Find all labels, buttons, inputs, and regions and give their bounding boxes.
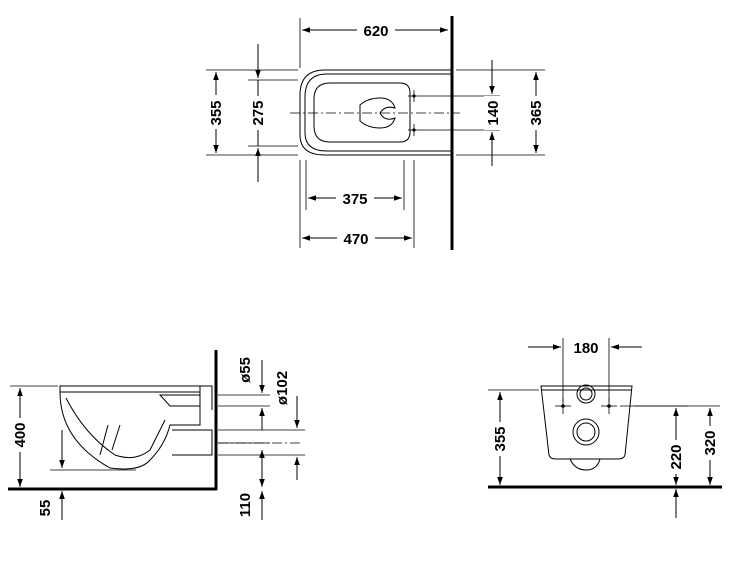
seat-rim	[59, 385, 201, 393]
dim-470: 470	[343, 231, 368, 248]
back-profile	[200, 385, 213, 410]
inlet-circle	[576, 384, 596, 404]
dim-140: 140	[485, 100, 502, 125]
dim-355-top: 355	[208, 100, 225, 125]
inlet-pipe	[158, 394, 201, 407]
bowl-opening	[313, 82, 411, 143]
rear-view: 180 355 220 320	[488, 338, 722, 518]
trap-line-2	[111, 424, 121, 451]
dim-375: 375	[342, 191, 367, 208]
dim-inlet-diameter: ø55	[237, 357, 254, 383]
dim-275: 275	[250, 100, 267, 125]
dim-365: 365	[528, 100, 545, 125]
dim-outlet-diameter: ø102	[274, 371, 291, 405]
outlet-shape	[359, 97, 396, 129]
trap-line	[99, 424, 109, 456]
dim-180: 180	[573, 340, 598, 357]
dim-220: 220	[668, 444, 685, 469]
bowl-outline-inner	[304, 73, 452, 152]
side-view: 400 55 ø55 ø102 110	[8, 350, 305, 520]
bowl-inner	[65, 397, 166, 459]
outlet-pipe	[172, 429, 213, 456]
dim-110: 110	[237, 493, 254, 517]
bowl-outline	[299, 69, 452, 156]
fixing-marks	[408, 90, 420, 136]
rear-outlet-bottom	[569, 458, 601, 471]
dim-320: 320	[702, 430, 719, 455]
rear-body	[540, 385, 633, 460]
top-view: 620 355 275 375 470 140	[206, 16, 545, 250]
inlet-circle-inner	[579, 387, 593, 401]
dim-355-rear: 355	[492, 426, 509, 451]
dim-620: 620	[363, 23, 388, 40]
outlet-circle-inner	[576, 422, 596, 442]
dim-400: 400	[12, 422, 29, 447]
bowl-body	[59, 391, 201, 470]
dim-55-floor: 55	[37, 500, 54, 517]
outlet-circle	[572, 418, 600, 446]
